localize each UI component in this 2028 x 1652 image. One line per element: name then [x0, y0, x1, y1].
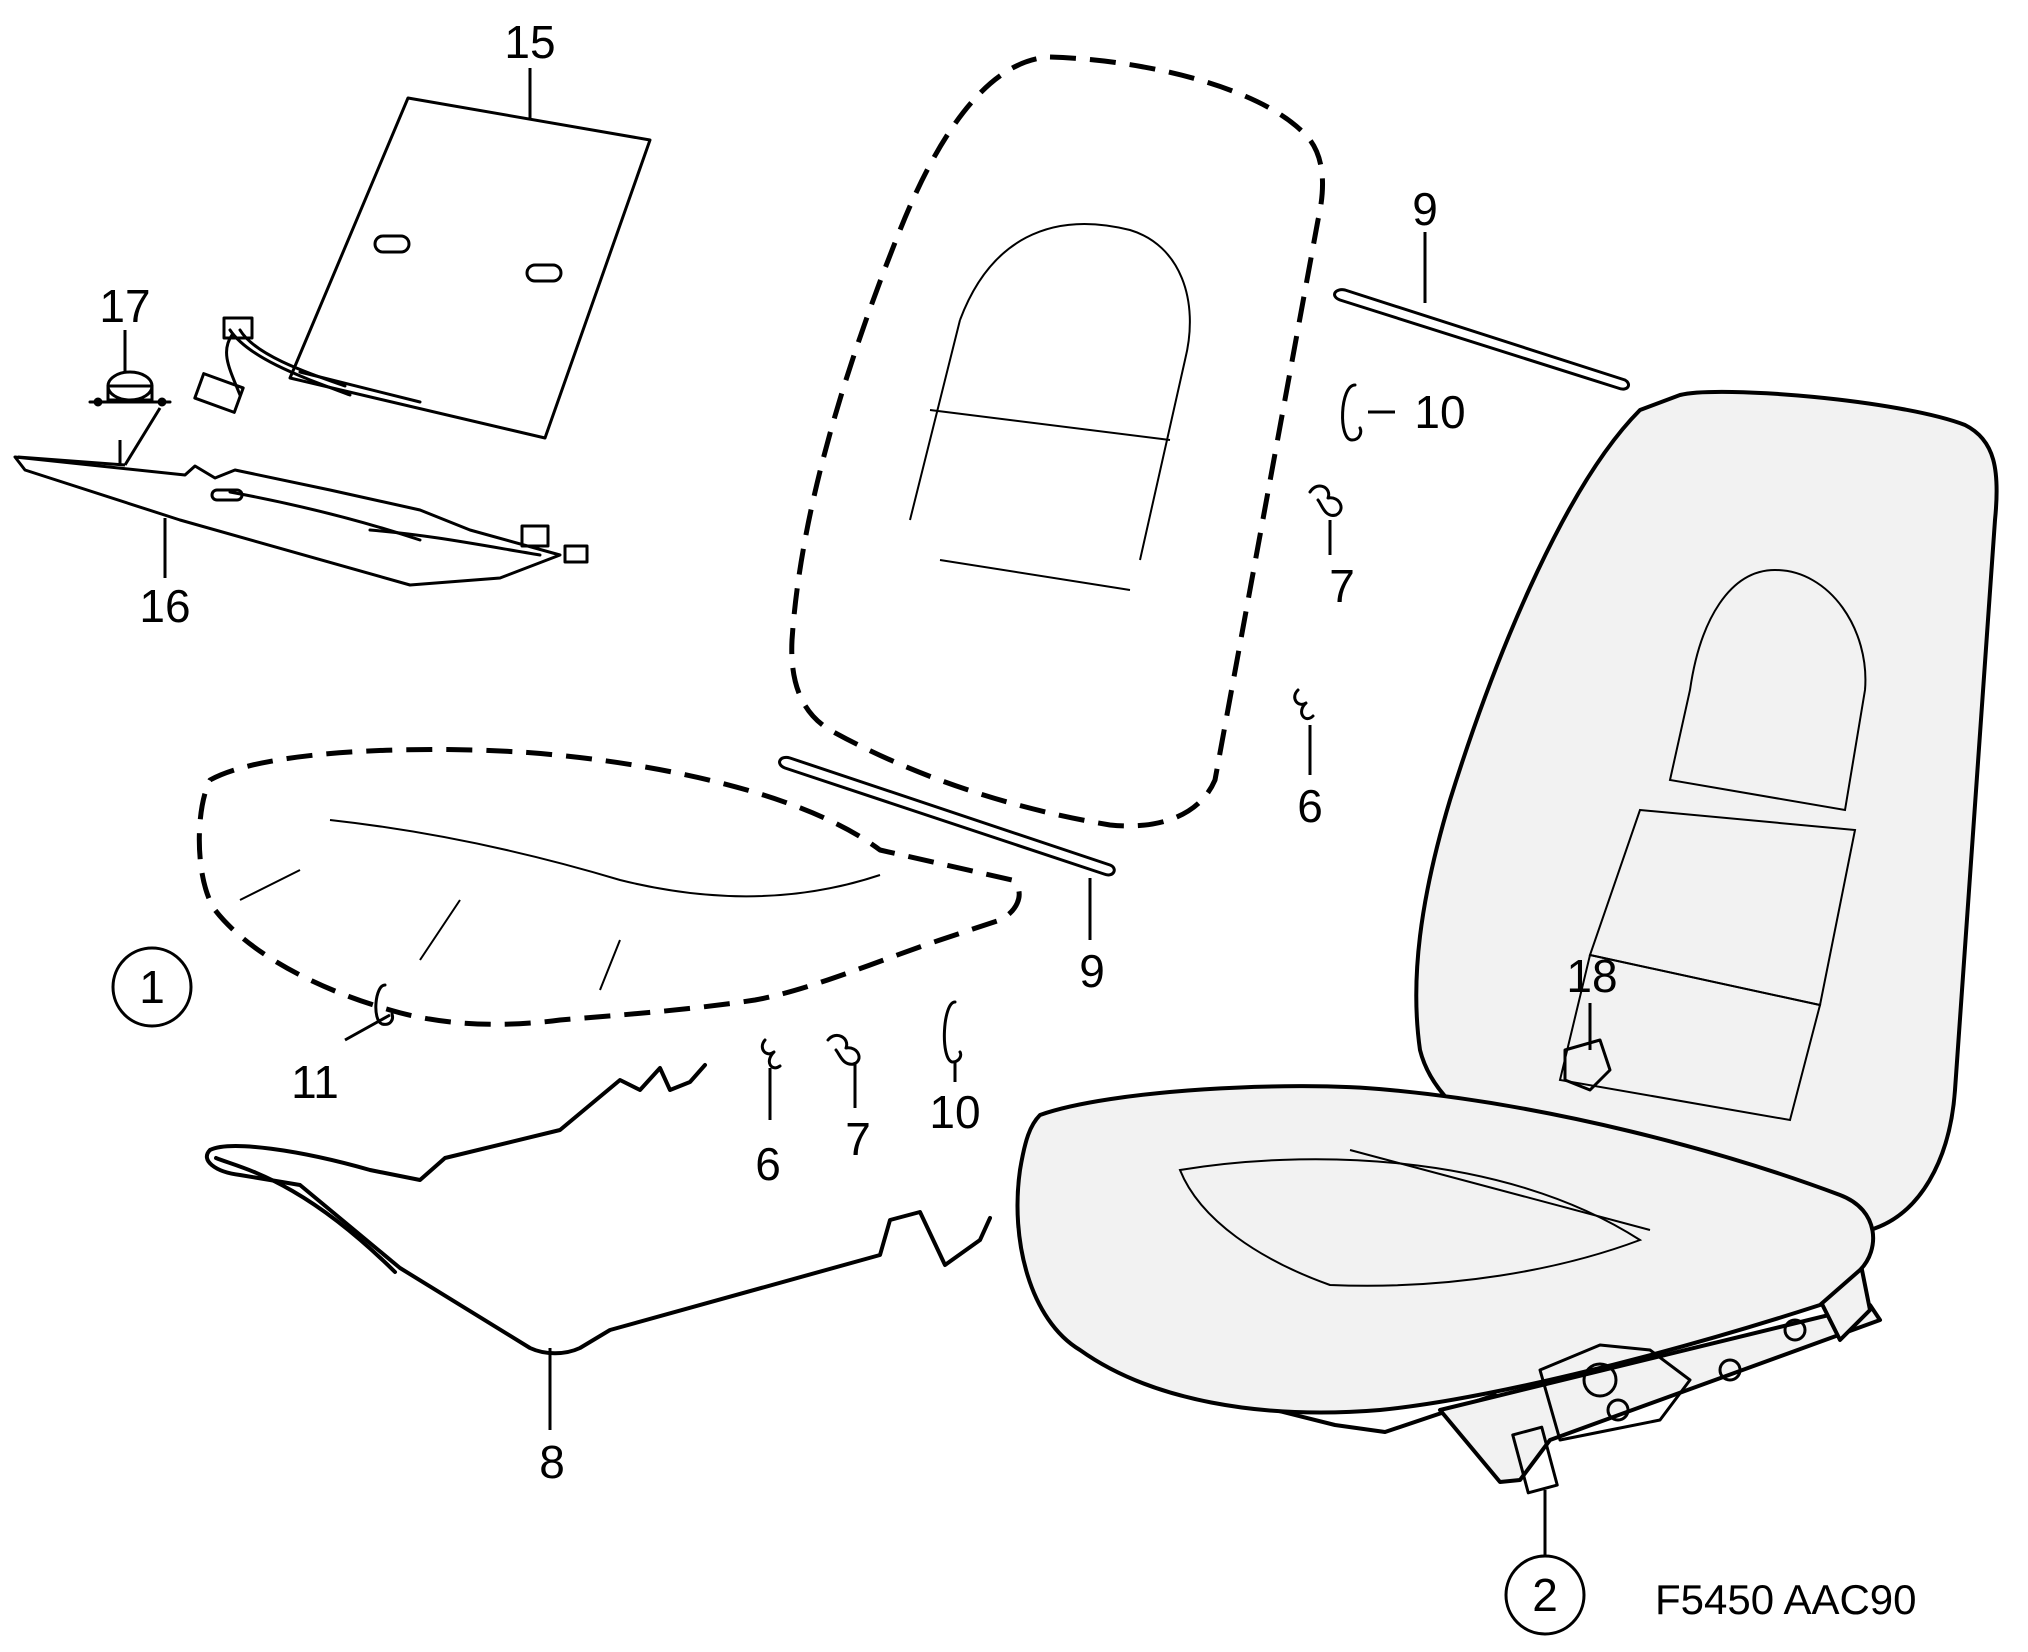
wire-frame	[204, 1063, 992, 1356]
assembly-marker-2-label: 2	[1532, 1569, 1558, 1621]
callout-7-upper: 7	[1329, 560, 1355, 612]
backrest-cover	[789, 54, 1326, 829]
cushion-cover	[196, 746, 1022, 1027]
leader-lines	[17, 68, 1592, 1555]
callout-7-lower: 7	[845, 1113, 871, 1165]
hook-7-lower	[826, 1034, 861, 1066]
hook-6-lower	[760, 1038, 782, 1070]
assembly-marker-1: 1	[111, 946, 193, 1028]
callout-6-upper: 6	[1297, 780, 1323, 832]
rod-upper	[1333, 288, 1630, 391]
hook-6-upper	[1293, 688, 1315, 721]
callout-16: 16	[139, 580, 190, 632]
assembly-marker-1-label: 1	[139, 961, 165, 1013]
drawing-code: F5450 AAC90	[1655, 1576, 1917, 1623]
callout-10-lower: 10	[929, 1086, 980, 1138]
clip-10-lower	[942, 1000, 963, 1064]
callout-10-upper: 10	[1414, 386, 1465, 438]
heating-element	[13, 455, 589, 587]
wiring-harness	[193, 316, 352, 414]
hook-7-upper	[1308, 484, 1343, 517]
thermostat	[88, 370, 172, 407]
callout-9-lower: 9	[1079, 945, 1105, 997]
callout-11: 11	[291, 1056, 339, 1108]
assembly-marker-2: 2	[1504, 1554, 1586, 1636]
callout-9-upper: 9	[1412, 183, 1438, 235]
callout-17: 17	[99, 280, 150, 332]
callout-18: 18	[1566, 950, 1617, 1002]
callout-6-lower: 6	[755, 1138, 781, 1190]
callout-15: 15	[504, 16, 555, 68]
rod-lower	[778, 755, 1116, 877]
clip-10-upper	[1341, 383, 1363, 442]
seat-assembly	[1015, 389, 1999, 1495]
clip-11	[374, 983, 394, 1026]
callout-8: 8	[539, 1436, 565, 1488]
